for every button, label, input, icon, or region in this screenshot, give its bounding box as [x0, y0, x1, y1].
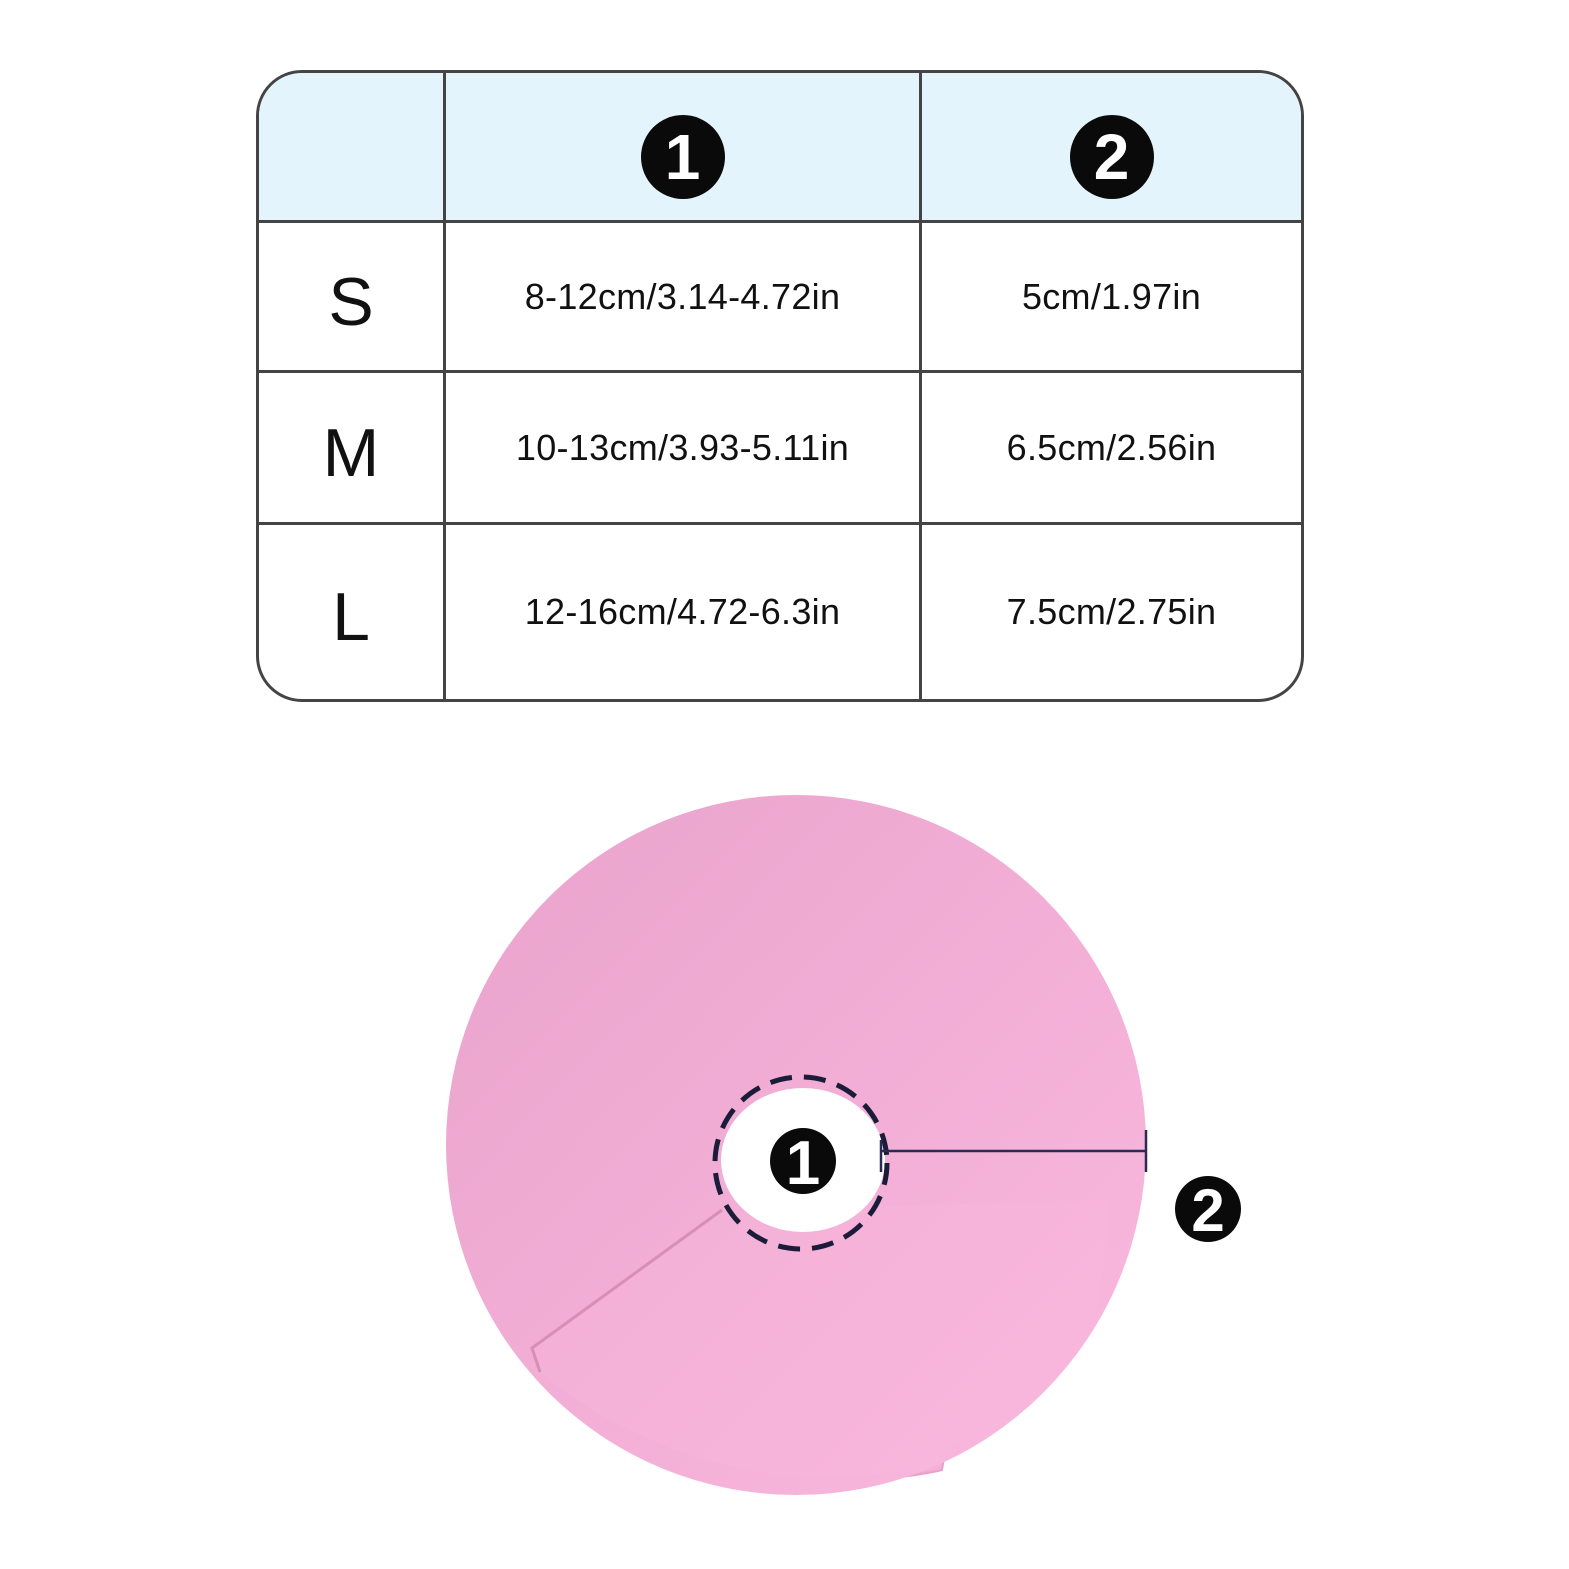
collar-bottom-lip: [733, 1450, 947, 1485]
header-inner-diameter-cell: 1: [446, 73, 922, 223]
size-label-m: M: [259, 373, 446, 525]
marker-2-label: 2: [1191, 1177, 1224, 1244]
size-label-s: S: [259, 223, 446, 373]
inner-diameter-s: 8-12cm/3.14-4.72in: [446, 223, 922, 373]
collar-ring: [446, 795, 1146, 1495]
marker-1-icon: [770, 1128, 836, 1194]
collar-seam: [530, 1208, 723, 1373]
header-ring-width-cell: 2: [922, 73, 1301, 223]
marker-1-label: 1: [786, 1129, 820, 1198]
marker-2-icon: [1175, 1176, 1241, 1242]
marker-1-badge: 1: [640, 114, 725, 199]
ring-width-m: 6.5cm/2.56in: [922, 373, 1301, 525]
collar-inner-hole: [721, 1088, 885, 1232]
inner-diameter-m: 10-13cm/3.93-5.11in: [446, 373, 922, 525]
ring-width-s: 5cm/1.97in: [922, 223, 1301, 373]
size-label-l: L: [259, 525, 446, 699]
inner-diameter-dashed-outline: [712, 1074, 890, 1252]
ring-width-l: 7.5cm/2.75in: [1006, 591, 1217, 632]
size-table: 1 2 S 8-12cm/3.14-4.72in 5cm/1.97in M 10…: [256, 70, 1304, 702]
collar-overlap-flap: [532, 1200, 1110, 1478]
header-corner-cell: [259, 73, 446, 223]
marker-2-badge: 2: [1069, 114, 1154, 199]
inner-diameter-l: 12-16cm/4.72-6.3in: [446, 525, 922, 699]
